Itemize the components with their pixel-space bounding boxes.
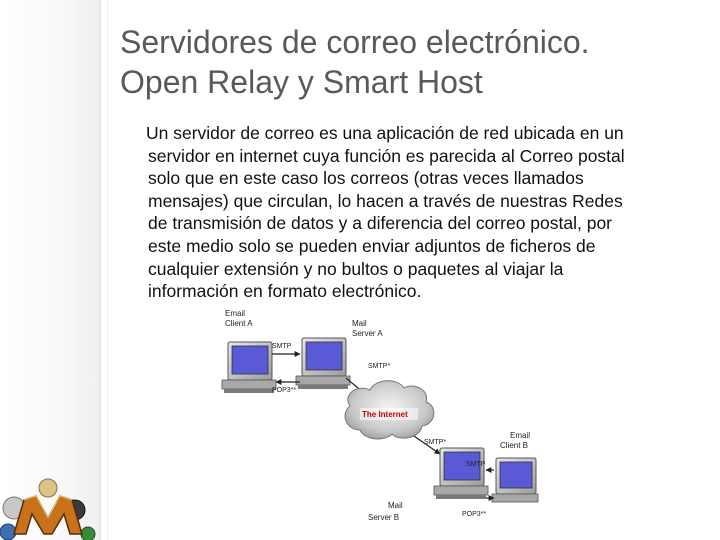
title-line-1: Servidores de correo electrónico.	[120, 24, 590, 60]
decorative-divider	[107, 0, 108, 540]
decorative-divider	[99, 0, 101, 540]
internet-label-bg	[360, 408, 418, 420]
mail-server-a-computer-icon	[295, 337, 351, 389]
body-line: servidor en internet cuya función es par…	[148, 145, 625, 166]
smtp-relay-arrow-b	[413, 435, 441, 455]
email-client-a-label-2: Client A	[225, 319, 253, 328]
body-line: información en formato electrónico.	[148, 281, 422, 302]
email-client-b-label-2: Client B	[500, 441, 528, 450]
title-line-2: Open Relay y Smart Host	[120, 64, 483, 100]
email-client-a-label-1: Email	[225, 309, 245, 318]
mail-server-b-label-1: Mail	[388, 501, 403, 510]
ornamental-m-logo-icon	[0, 478, 96, 540]
body-line: de transmisión de datos y a diferencia d…	[148, 213, 613, 234]
decorative-left-band	[0, 0, 99, 540]
mail-server-a-label-1: Mail	[352, 319, 367, 328]
smtp-relay-b-label: SMTP*	[424, 439, 446, 446]
smtp-b-label: SMTP	[466, 461, 486, 468]
mail-server-b-label-2: Server B	[368, 513, 399, 522]
body-line: este medio solo se pueden enviar adjunto…	[148, 235, 596, 256]
email-client-a-computer-icon	[221, 341, 277, 393]
pop3-a-label: POP3**	[272, 387, 296, 394]
mail-server-b-computer-icon	[433, 447, 489, 499]
smtp-relay-a-label: SMTP*	[368, 363, 390, 370]
mail-server-a-label-2: Server A	[352, 329, 383, 338]
internet-label: The Internet	[362, 410, 408, 419]
body-paragraph: Un servidor de correo es una aplicación …	[146, 122, 706, 303]
body-line: Un servidor de correo es una aplicación …	[146, 123, 624, 143]
slide-title: Servidores de correo electrónico. Open R…	[120, 22, 710, 102]
email-client-b-computer-icon	[491, 457, 539, 503]
smtp-a-label: SMTP	[272, 343, 292, 350]
email-flow-diagram: Email Client A Mail Server A SMTP POP3**…	[221, 309, 539, 522]
body-line: cualquier extensión y no bultos o paquet…	[148, 258, 564, 279]
email-client-b-label-1: Email	[510, 431, 530, 440]
body-line: solo que en este caso los correos (otras…	[148, 168, 584, 189]
pop3-b-label: POP3**	[462, 511, 486, 518]
body-line: mensajes) que circulan, lo hacen a travé…	[148, 190, 623, 211]
